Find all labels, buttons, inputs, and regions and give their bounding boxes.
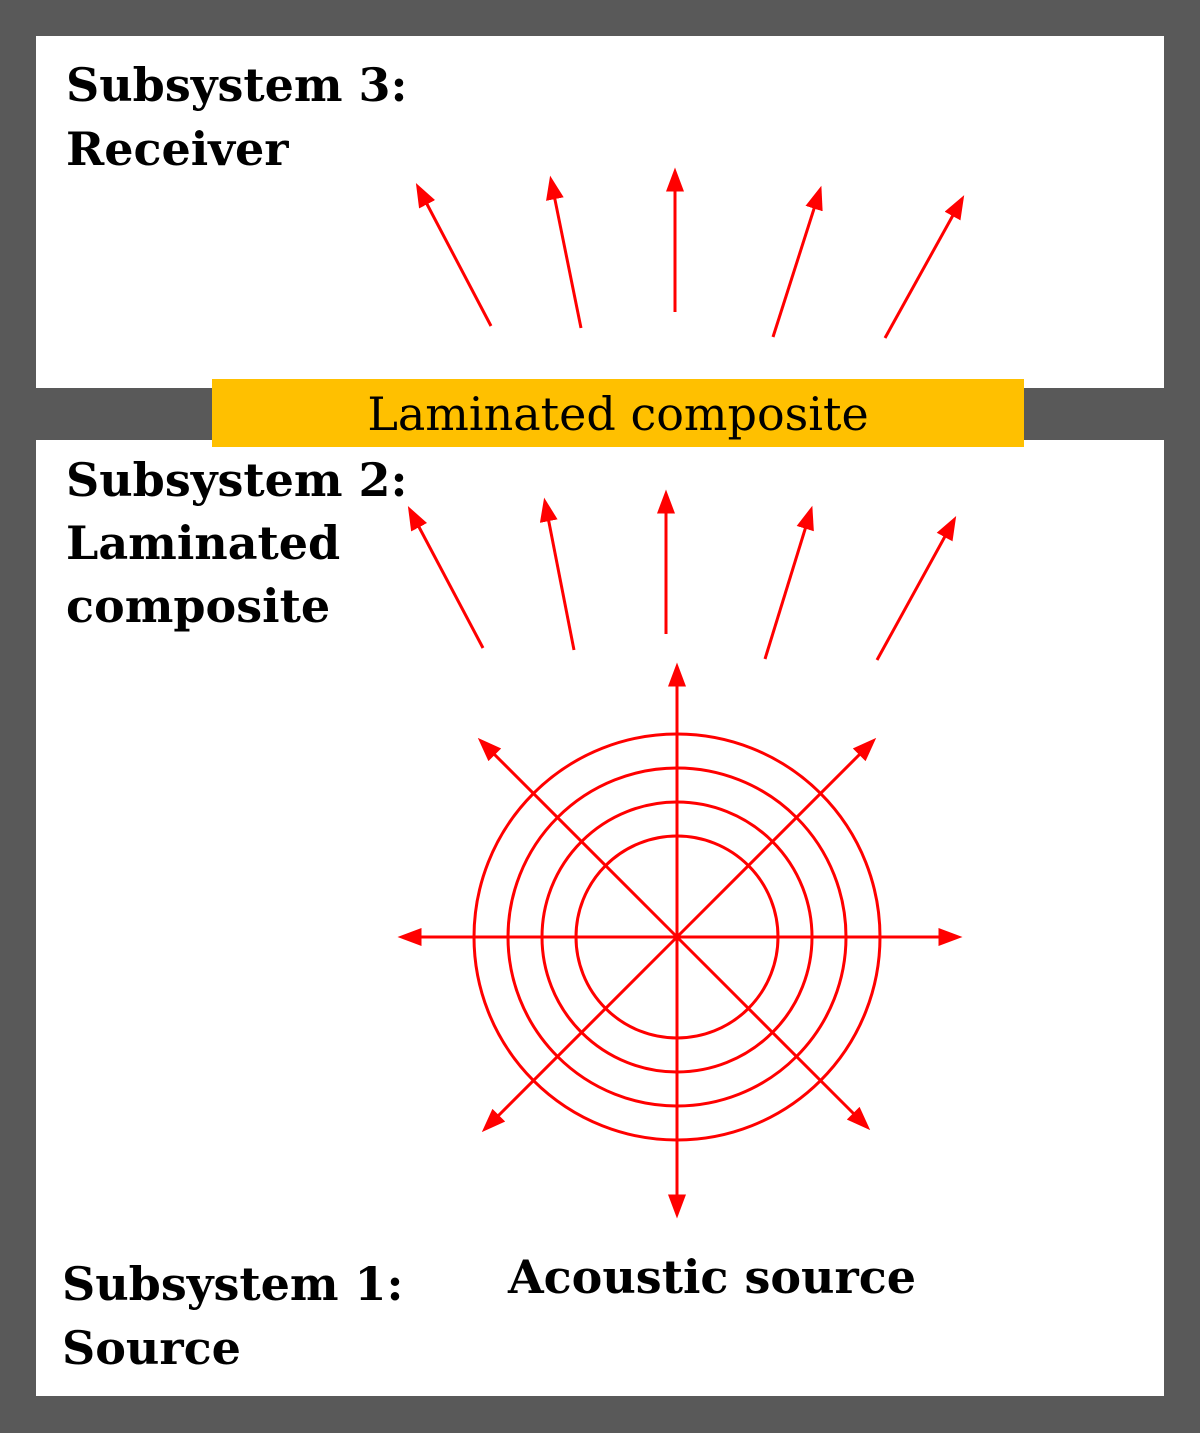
ray-arrow-up-left [477,737,679,939]
subsystem3-name: Receiver [66,122,289,176]
ray-arrow-down-right [675,935,871,1131]
incident-arrow-1 [407,506,485,649]
ray-arrow-down-left [481,935,679,1133]
incident-arrow-4 [763,505,814,660]
subsystem2-name-line2: composite [66,579,330,633]
source-room [36,440,1164,1396]
ray-arrow-up-right [675,737,877,939]
subsystem2-title: Subsystem 2: [66,453,408,507]
incident-waves [407,489,957,661]
acoustic-source-label: Acoustic source [507,1250,916,1304]
acoustic-source-rays [397,662,963,1219]
subsystem1-title: Subsystem 1: [62,1257,404,1311]
transmitted-waves [415,167,965,339]
incident-arrow-2 [539,497,576,651]
composite-label: Laminated composite [367,387,868,441]
laminated-composite-panel [212,379,1024,447]
transmitted-arrow-4 [771,185,823,338]
receiver-room [36,36,1164,388]
subsystem1-name: Source [62,1321,241,1375]
transmitted-arrow-2 [546,175,583,329]
subsystem2-name-line1: Laminated [66,516,340,570]
transmitted-arrow-1 [415,183,493,327]
transmitted-arrow-5 [883,195,965,339]
subsystem3-title: Subsystem 3: [66,58,408,112]
incident-arrow-5 [875,516,957,661]
